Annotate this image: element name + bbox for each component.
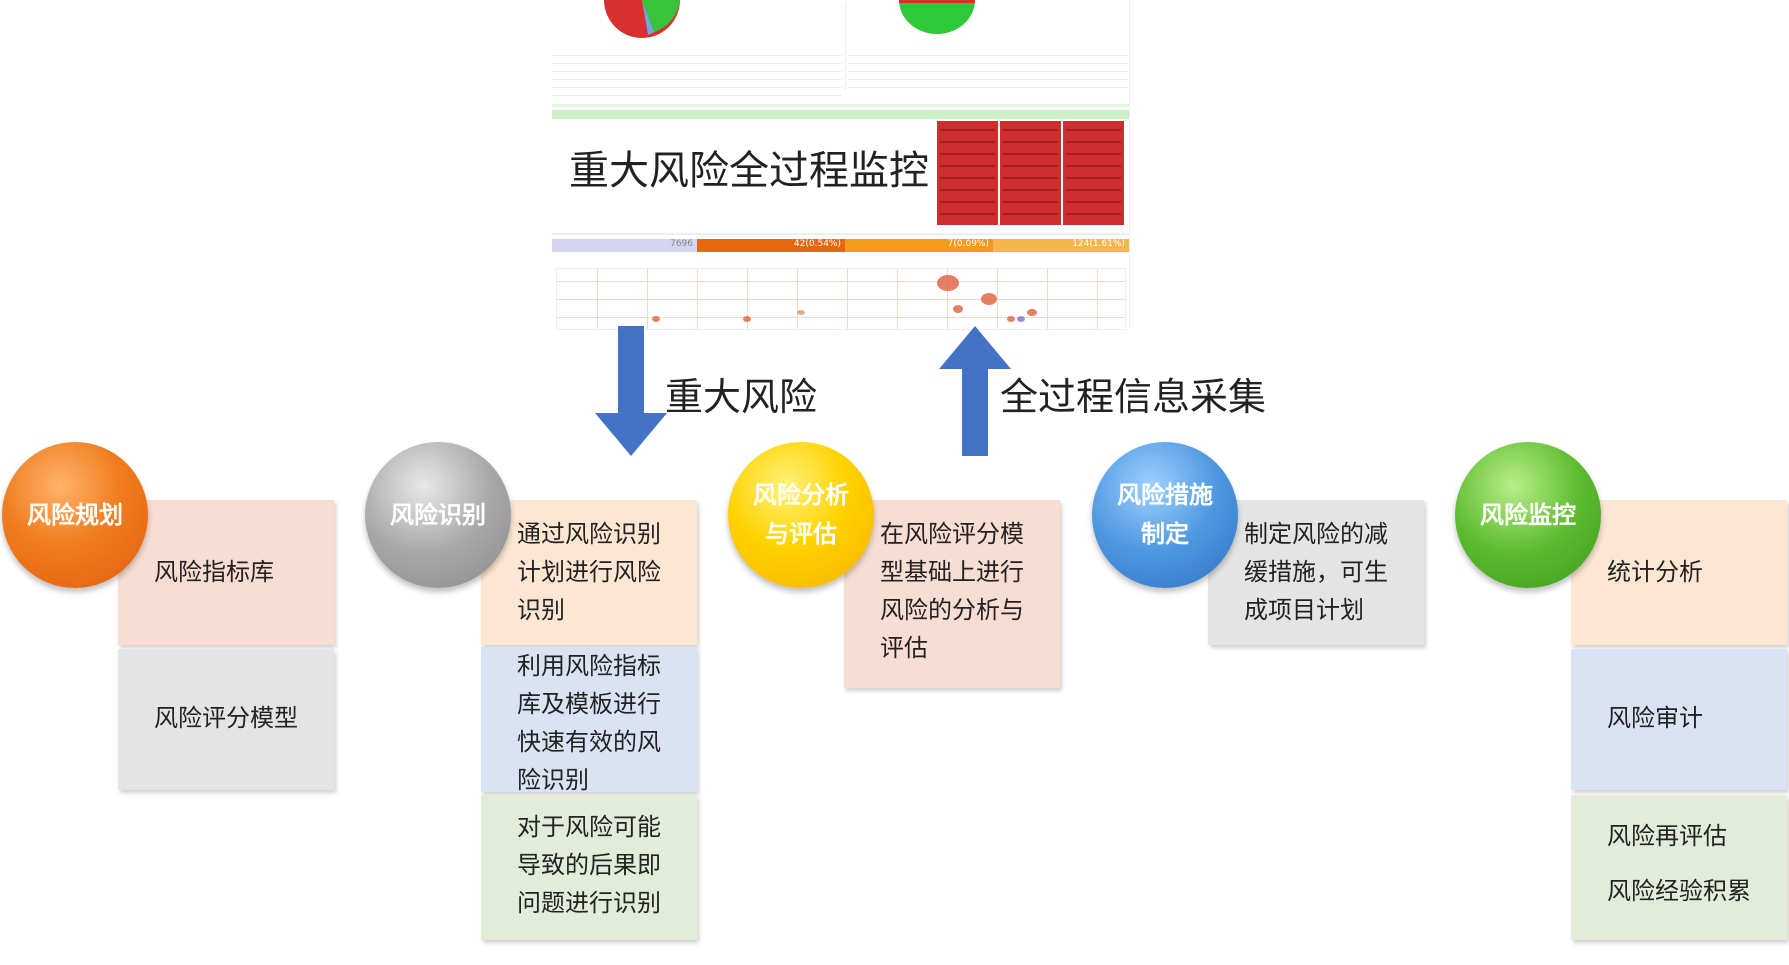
divider	[845, 2, 846, 90]
bubble	[743, 316, 751, 322]
stage-5-item-2-text: 风险审计	[1607, 704, 1703, 732]
section-header	[552, 104, 1129, 107]
bubble	[1017, 316, 1025, 322]
dashboard-screenshot: 重大风险全过程监控 7696 42(0.54%) 7(0.09%) 124(1.…	[552, 0, 1130, 330]
stage-5-item-4-text: 风险经验积累	[1607, 877, 1751, 905]
summary-value: 7(0.09%)	[947, 239, 989, 249]
stage-2-item-3: 对于风险可能导致的后果即问题进行识别	[481, 795, 697, 940]
stage-risk-monitoring: 风险监控	[1455, 442, 1601, 588]
bubble	[953, 305, 963, 313]
stage-2-item-3-text: 对于风险可能导致的后果即问题进行识别	[517, 813, 661, 917]
summary-segment: 7(0.09%)	[845, 239, 993, 252]
down-arrow-icon	[595, 326, 667, 456]
stage-risk-analysis: 风险分析 与评估	[728, 442, 874, 588]
stage-5-item-3: 风险再评估 风险经验积累	[1571, 795, 1787, 940]
stage-1-item-2: 风险评分模型	[118, 649, 334, 790]
down-arrow-label: 重大风险	[665, 375, 818, 419]
stage-2-item-1-text: 通过风险识别计划进行风险识别	[517, 520, 661, 624]
stage-4-item-1: 制定风险的减缓措施，可生成项目计划	[1208, 500, 1424, 645]
bubble	[1007, 316, 1015, 322]
heat-cell	[1000, 121, 1061, 225]
summary-value: 7696	[670, 239, 693, 249]
stage-5-item-1: 统计分析	[1571, 500, 1787, 645]
bubble	[1027, 309, 1037, 316]
stage-risk-identification: 风险识别	[365, 442, 511, 588]
stage-5-item-1-text: 统计分析	[1607, 558, 1703, 586]
stage-3-item-1-text: 在风险评分模型基础上进行风险的分析与评估	[880, 520, 1024, 662]
summary-segment: 124(1.61%)	[993, 239, 1129, 252]
stage-risk-planning: 风险规划	[2, 442, 148, 588]
stage-1-item-2-text: 风险评分模型	[154, 704, 298, 732]
stage-5-item-2: 风险审计	[1571, 649, 1787, 790]
stage-1-item-1: 风险指标库	[118, 500, 334, 645]
stage-1-item-1-text: 风险指标库	[154, 558, 274, 586]
stage-risk-mitigation: 风险措施 制定	[1092, 442, 1238, 588]
heat-cell	[1063, 121, 1124, 225]
dashboard-title: 重大风险全过程监控	[569, 148, 929, 194]
heat-cell	[937, 121, 998, 225]
bubble	[797, 310, 805, 315]
summary-value: 42(0.54%)	[793, 239, 841, 249]
mini-table-left	[552, 48, 842, 96]
bubble	[937, 275, 959, 291]
summary-segment: 42(0.54%)	[697, 239, 845, 252]
summary-value: 124(1.61%)	[1072, 239, 1125, 249]
stage-4-item-1-text: 制定风险的减缓措施，可生成项目计划	[1244, 520, 1388, 624]
stage-2-item-2: 利用风险指标库及模板进行快速有效的风险识别	[481, 647, 697, 794]
up-arrow-icon	[939, 326, 1011, 456]
stage-3-item-1: 在风险评分模型基础上进行风险的分析与评估	[844, 500, 1060, 688]
stage-2-item-1: 通过风险识别计划进行风险识别	[481, 500, 697, 645]
mini-table-right	[848, 48, 1129, 88]
pie-chart-right	[899, 0, 975, 34]
table-header-bar	[552, 110, 1129, 119]
stage-5-item-3-text: 风险再评估	[1607, 822, 1727, 850]
bubble	[652, 316, 660, 322]
up-arrow-label: 全过程信息采集	[1000, 375, 1267, 419]
divider	[552, 233, 1129, 235]
pie-chart-left	[604, 0, 680, 38]
bubble	[981, 293, 997, 305]
stage-2-item-2-text: 利用风险指标库及模板进行快速有效的风险识别	[517, 652, 661, 794]
bubble-chart	[556, 268, 1126, 330]
summary-segment: 7696	[552, 239, 697, 252]
